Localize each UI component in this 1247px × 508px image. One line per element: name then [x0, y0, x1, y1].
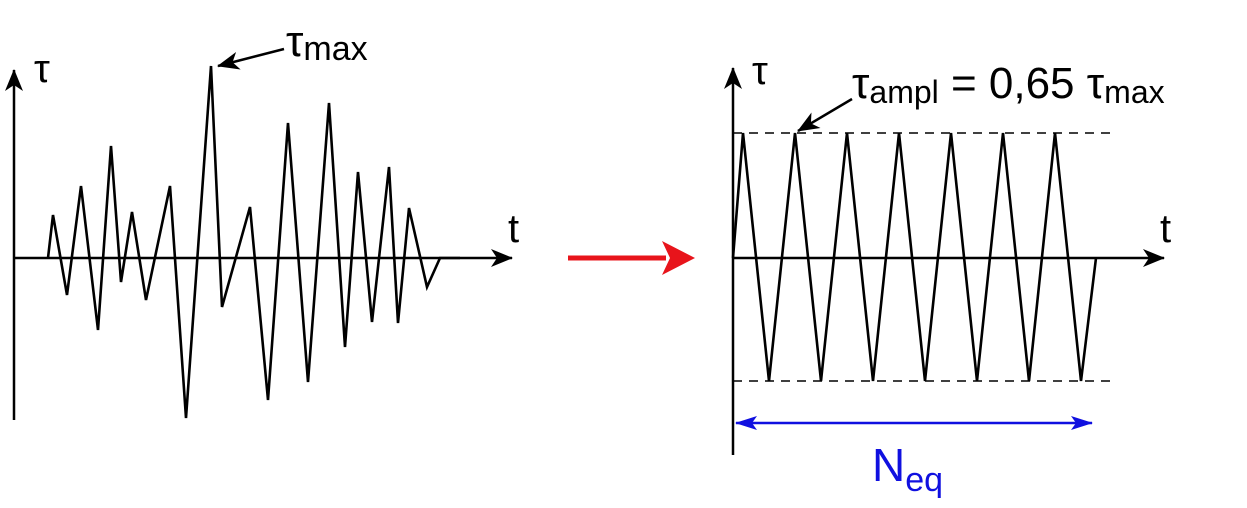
equals-coefficient: = 0,65: [939, 59, 1087, 108]
equivalent-uniform-cycles: [731, 132, 1098, 382]
eq-subscript: eq: [905, 461, 943, 499]
max-subscript: max: [303, 30, 367, 68]
transform-arrow-head: [662, 241, 695, 275]
left-y-axis-label: τ: [34, 47, 50, 91]
amplitude-annotation-arrow: [797, 97, 853, 133]
left-panel: τ t τmax: [4, 17, 519, 420]
right-panel: τ t τampl = 0,65 τmax Neq: [724, 49, 1171, 499]
cycle-count-label: Neq: [872, 439, 943, 499]
right-y-axis-label: τ: [752, 49, 768, 93]
transform-arrow: [568, 241, 695, 275]
amplitude-annotation-label: τampl = 0,65 τmax: [852, 59, 1165, 110]
irregular-stress-signal: [46, 65, 460, 419]
tau-symbol: τ: [852, 59, 870, 108]
left-x-axis-label: t: [508, 207, 519, 251]
tau-symbol: τ: [286, 17, 304, 66]
n-symbol: N: [872, 439, 905, 491]
right-x-axis-label: t: [1160, 207, 1171, 251]
peak-annotation-arrow: [217, 47, 285, 70]
peak-annotation-label: τmax: [286, 17, 368, 68]
ampl-subscript: ampl: [869, 74, 938, 110]
max-subscript: max: [1104, 74, 1164, 110]
tau-symbol: τ: [1087, 59, 1105, 108]
